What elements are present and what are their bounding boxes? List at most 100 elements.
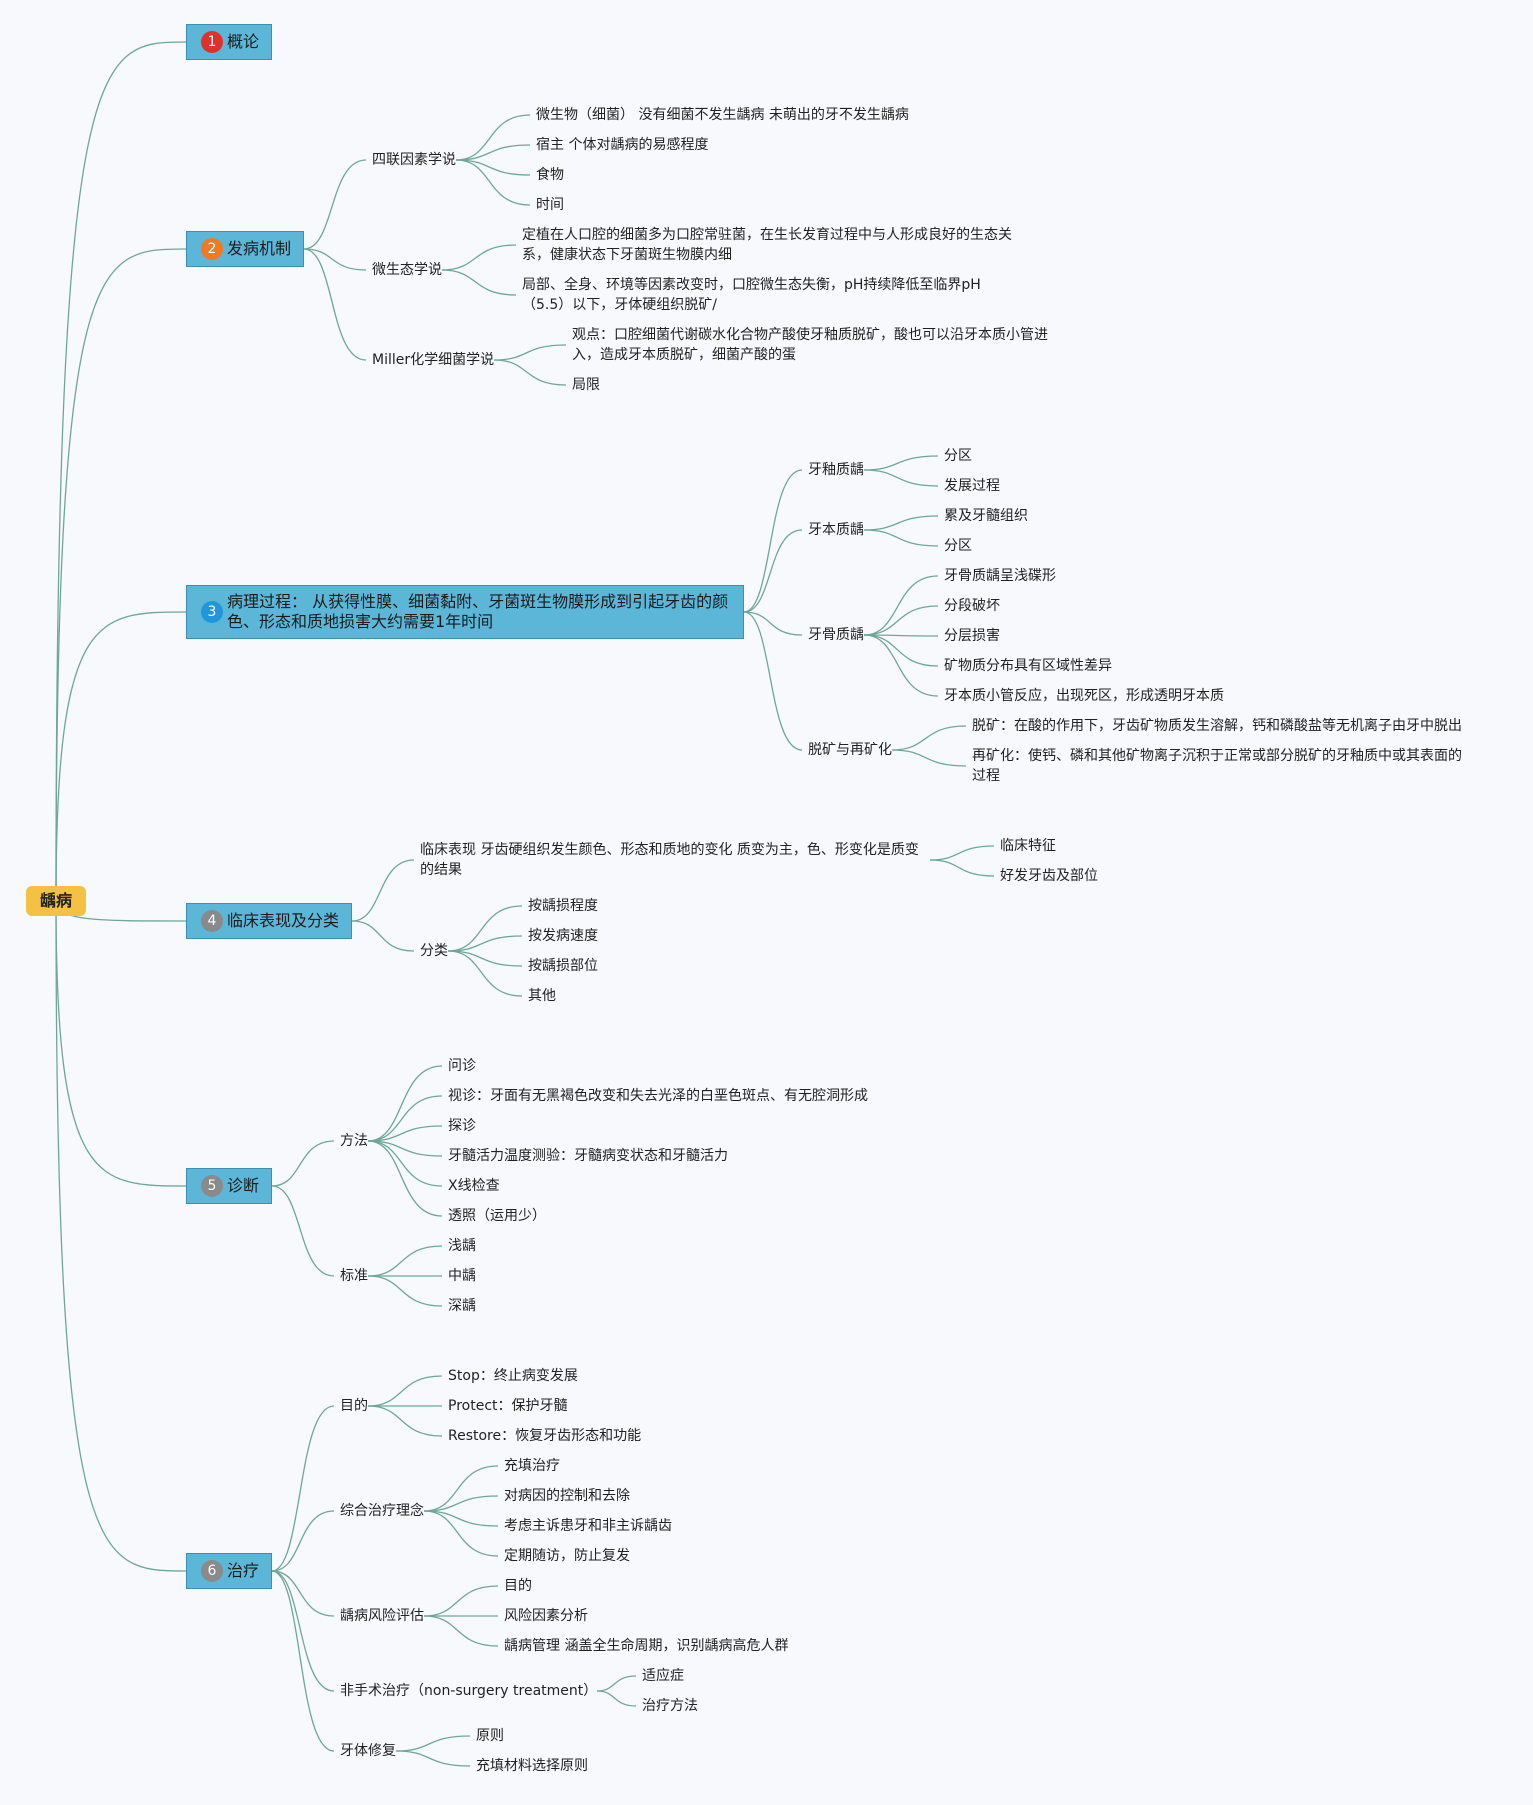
leaf-item[interactable]: Restore：恢复牙齿形态和功能 bbox=[448, 1428, 642, 1444]
branch-clinical-manifestation[interactable]: 临床表现 牙齿硬组织发生颜色、形态和质地的变化 质变为主，色、形变化是质变的结果 bbox=[420, 842, 919, 878]
leaf-item[interactable]: 牙髓活力温度测验：牙髓病变状态和牙髓活力 bbox=[448, 1148, 728, 1164]
leaf-item[interactable]: 矿物质分布具有区域性差异 bbox=[944, 658, 1112, 674]
connector-line bbox=[423, 1495, 499, 1512]
topic-diagnosis[interactable]: 5 诊断 bbox=[186, 1168, 273, 1204]
leaf-item[interactable]: 分区 bbox=[944, 448, 972, 464]
leaf-item[interactable]: Stop：终止病变发展 bbox=[448, 1368, 578, 1384]
topic-label: 诊断 bbox=[227, 1176, 260, 1195]
topic-clinical-classification[interactable]: 4 临床表现及分类 bbox=[186, 903, 353, 939]
branch-demineralization[interactable]: 脱矿与再矿化 bbox=[808, 742, 892, 758]
topic-label: 临床表现及分类 bbox=[227, 911, 340, 930]
leaf-item[interactable]: 时间 bbox=[536, 197, 564, 213]
leaf-item[interactable]: 龋病管理 涵盖全生命周期，识别龋病高危人群 bbox=[504, 1638, 789, 1654]
leaf-item[interactable]: 脱矿：在酸的作用下，牙齿矿物质发生溶解，钙和磷酸盐等无机离子由牙中脱出 bbox=[972, 718, 1462, 734]
leaf-item[interactable]: 风险因素分析 bbox=[504, 1608, 588, 1624]
connector-line bbox=[447, 950, 523, 997]
leaf-item[interactable]: 对病因的控制和去除 bbox=[504, 1488, 630, 1504]
branch-comprehensive-treatment[interactable]: 综合治疗理念 bbox=[340, 1503, 424, 1519]
branch-restoration[interactable]: 牙体修复 bbox=[340, 1743, 396, 1759]
leaf-item[interactable]: 观点：口腔细菌代谢碳水化合物产酸使牙釉质脱矿，酸也可以沿牙本质小管进入，造成牙本… bbox=[572, 327, 1048, 363]
topic-pathogenesis[interactable]: 2 发病机制 bbox=[186, 231, 305, 267]
leaf-item[interactable]: 牙骨质龋呈浅碟形 bbox=[944, 568, 1056, 584]
leaf-item[interactable]: X线检查 bbox=[448, 1178, 500, 1194]
connector-line bbox=[367, 1405, 443, 1437]
topic-pathology[interactable]: 3 病理过程： 从获得性膜、细菌黏附、牙菌斑生物膜形成到引起牙齿的颜色、形态和质… bbox=[186, 585, 744, 639]
connector-line bbox=[863, 469, 939, 487]
leaf-item[interactable]: 发展过程 bbox=[944, 478, 1000, 494]
leaf-item[interactable]: 好发牙齿及部位 bbox=[1000, 868, 1098, 884]
connector-line bbox=[271, 1570, 335, 1752]
leaf-item[interactable]: 再矿化：使钙、磷和其他矿物离子沉积于正常或部分脱矿的牙釉质中或其表面的过程 bbox=[972, 748, 1462, 784]
leaf-item[interactable]: 浅龋 bbox=[448, 1238, 476, 1254]
connector-line bbox=[743, 611, 803, 636]
leaf-item[interactable]: 按龋损程度 bbox=[528, 898, 598, 914]
leaf-item[interactable]: 充填治疗 bbox=[504, 1458, 560, 1474]
branch-classification[interactable]: 分类 bbox=[420, 943, 448, 959]
connector-line bbox=[395, 1735, 471, 1752]
branch-methods[interactable]: 方法 bbox=[340, 1133, 368, 1149]
root-node[interactable]: 龋病 bbox=[26, 886, 87, 916]
connector-line bbox=[55, 41, 187, 902]
branch-enamel-caries[interactable]: 牙釉质龋 bbox=[808, 462, 864, 478]
leaf-item[interactable]: 局限 bbox=[572, 377, 600, 393]
topic-label: 发病机制 bbox=[227, 239, 292, 258]
leaf-item[interactable]: 局部、全身、环境等因素改变时，口腔微生态失衡，pH持续降低至临界pH（5.5）以… bbox=[522, 277, 981, 313]
connector-line bbox=[863, 515, 939, 531]
connector-line bbox=[743, 611, 803, 751]
connector-line bbox=[367, 1095, 443, 1142]
leaf-item[interactable]: 适应症 bbox=[642, 1668, 684, 1684]
connector-line bbox=[863, 634, 939, 667]
leaf-item[interactable]: 按发病速度 bbox=[528, 928, 598, 944]
branch-standards[interactable]: 标准 bbox=[340, 1268, 368, 1284]
branch-risk-assessment[interactable]: 龋病风险评估 bbox=[340, 1608, 424, 1624]
leaf-item[interactable]: 考虑主诉患牙和非主诉龋齿 bbox=[504, 1518, 672, 1534]
branch-microecology-theory[interactable]: 微生态学说 bbox=[372, 262, 442, 278]
leaf-item[interactable]: 微生物（细菌） 没有细菌不发生龋病 未萌出的牙不发生龋病 bbox=[536, 107, 909, 123]
leaf-item[interactable]: 分层损害 bbox=[944, 628, 1000, 644]
number-2-icon: 2 bbox=[201, 238, 223, 260]
leaf-item[interactable]: 探诊 bbox=[448, 1118, 476, 1134]
branch-four-factor-theory[interactable]: 四联因素学说 bbox=[372, 152, 456, 168]
connector-line bbox=[367, 1275, 443, 1307]
leaf-item[interactable]: 按龋损部位 bbox=[528, 958, 598, 974]
leaf-item[interactable]: 问诊 bbox=[448, 1058, 476, 1074]
branch-miller-theory[interactable]: Miller化学细菌学说 bbox=[372, 352, 495, 368]
leaf-item[interactable]: 中龋 bbox=[448, 1268, 476, 1284]
leaf-item[interactable]: 定期随访，防止复发 bbox=[504, 1548, 630, 1564]
connector-line bbox=[395, 1750, 471, 1767]
leaf-item[interactable]: 目的 bbox=[504, 1578, 532, 1594]
leaf-item[interactable]: 透照（运用少） bbox=[448, 1208, 546, 1224]
topic-overview[interactable]: 1 概论 bbox=[186, 24, 273, 60]
leaf-item[interactable]: 累及牙髓组织 bbox=[944, 508, 1028, 524]
leaf-item[interactable]: 原则 bbox=[476, 1728, 504, 1744]
connector-line bbox=[367, 1140, 443, 1187]
leaf-item[interactable]: 食物 bbox=[536, 167, 564, 183]
connector-line bbox=[367, 1125, 443, 1142]
branch-dentin-caries[interactable]: 牙本质龋 bbox=[808, 522, 864, 538]
leaf-item[interactable]: 分区 bbox=[944, 538, 972, 554]
connector-line bbox=[303, 159, 367, 250]
connector-line bbox=[367, 1140, 443, 1157]
leaf-item[interactable]: 临床特征 bbox=[1000, 838, 1056, 854]
connector-line bbox=[423, 1510, 499, 1557]
connector-line bbox=[367, 1065, 443, 1142]
leaf-item[interactable]: Protect：保护牙髓 bbox=[448, 1398, 568, 1414]
leaf-item[interactable]: 视诊：牙面有无黑褐色改变和失去光泽的白垩色斑点、有无腔洞形成 bbox=[448, 1088, 868, 1104]
connector-line bbox=[493, 359, 567, 386]
branch-non-surgery-treatment[interactable]: 非手术治疗（non-surgery treatment） bbox=[340, 1683, 598, 1699]
leaf-item[interactable]: 定植在人口腔的细菌多为口腔常驻菌，在生长发育过程中与人形成良好的生态关系，健康状… bbox=[522, 227, 1012, 263]
branch-cementum-caries[interactable]: 牙骨质龋 bbox=[808, 627, 864, 643]
leaf-item[interactable]: 宿主 个体对龋病的易感程度 bbox=[536, 137, 709, 153]
connector-line bbox=[303, 248, 367, 361]
topic-treatment[interactable]: 6 治疗 bbox=[186, 1553, 273, 1589]
leaf-item[interactable]: 治疗方法 bbox=[642, 1698, 698, 1714]
leaf-item[interactable]: 分段破坏 bbox=[944, 598, 1000, 614]
connector-line bbox=[351, 859, 415, 922]
connector-line bbox=[55, 611, 187, 902]
leaf-item[interactable]: 其他 bbox=[528, 988, 556, 1004]
leaf-item[interactable]: 牙本质小管反应，出现死区，形成透明牙本质 bbox=[944, 688, 1224, 704]
branch-purpose[interactable]: 目的 bbox=[340, 1398, 368, 1414]
leaf-item[interactable]: 充填材料选择原则 bbox=[476, 1758, 588, 1774]
number-4-icon: 4 bbox=[201, 910, 223, 932]
leaf-item[interactable]: 深龋 bbox=[448, 1298, 476, 1314]
